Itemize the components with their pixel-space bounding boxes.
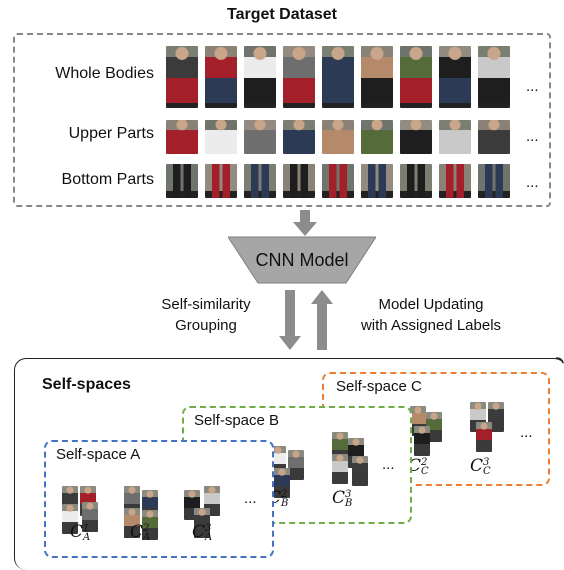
person-image <box>361 120 393 154</box>
panel-corner-tick <box>556 357 564 364</box>
person-image <box>361 164 393 198</box>
upper-parts-images <box>166 120 510 154</box>
cluster-person-image <box>426 412 442 442</box>
cluster-person-image <box>332 454 348 484</box>
person-image <box>400 46 432 108</box>
self-space-a-label: Self-space A <box>56 446 141 463</box>
target-dataset-box <box>13 33 551 207</box>
row-label-bottom-parts: Bottom Parts <box>61 171 154 188</box>
self-spaces-title: Self-spaces <box>42 376 131 393</box>
cluster-sup: 2 <box>143 522 150 534</box>
self-similarity-line: Self-similarity <box>161 296 251 313</box>
person-image <box>361 46 393 108</box>
person-image <box>478 164 510 198</box>
person-image <box>400 164 432 198</box>
cluster-person-image <box>124 508 140 538</box>
cluster-person-image <box>62 504 78 534</box>
cluster-sup: 3 <box>205 522 212 534</box>
cluster-sub: C <box>483 465 491 477</box>
self-similarity-grouping-text: Self-similarity Grouping <box>140 294 272 336</box>
whole-bodies-images <box>166 46 510 108</box>
person-image <box>283 120 315 154</box>
cluster-sup: 2 <box>281 488 288 500</box>
cluster-letter: C <box>192 522 206 542</box>
cluster-sub: B <box>281 497 289 509</box>
person-image <box>166 164 198 198</box>
cluster-sup: 3 <box>483 456 490 468</box>
self-space-b-ellipsis: ... <box>382 456 395 473</box>
updating-up-arrow <box>311 290 333 350</box>
cluster-person-image <box>414 426 430 456</box>
person-image <box>166 120 198 154</box>
cluster-sup: 1 <box>83 522 90 534</box>
self-space-c-label: Self-space C <box>336 378 422 395</box>
person-image <box>439 46 471 108</box>
person-image <box>244 46 276 108</box>
person-image <box>478 46 510 108</box>
cluster-person-image <box>274 468 290 498</box>
cluster-person-image <box>352 456 368 486</box>
cluster-person-image <box>476 422 492 452</box>
grouping-line: Grouping <box>175 317 237 334</box>
whole-bodies-ellipsis: ... <box>526 78 539 95</box>
cluster-sub: C <box>421 465 429 477</box>
cnn-model-label: CNN Model <box>255 250 349 270</box>
cluster-letter: C <box>130 522 144 542</box>
bottom-parts-ellipsis: ... <box>526 174 539 191</box>
person-image <box>322 46 354 108</box>
cluster-person-image <box>142 510 158 540</box>
person-image <box>322 120 354 154</box>
row-label-upper-parts: Upper Parts <box>68 125 154 142</box>
self-spaces-panel <box>14 358 564 570</box>
person-image <box>205 164 237 198</box>
cluster-sub: A <box>143 531 151 543</box>
model-updating-line: Model Updating <box>378 296 484 313</box>
self-space-c-ellipsis: ... <box>520 424 533 441</box>
cluster-sup: 3 <box>345 488 352 500</box>
row-label-whole-bodies: Whole Bodies <box>55 65 154 82</box>
self-space-c-clusters <box>322 372 550 486</box>
self-space-a-clusters <box>44 440 274 558</box>
cluster-person-image <box>488 402 504 432</box>
assigned-labels-line: with Assigned Labels <box>360 317 502 334</box>
self-space-b-clusters <box>182 406 412 524</box>
person-image <box>166 46 198 108</box>
person-image <box>439 164 471 198</box>
cluster-person-image <box>82 502 98 532</box>
person-image <box>283 164 315 198</box>
cluster-sub: B <box>345 497 353 509</box>
cluster-letter: C <box>470 456 484 476</box>
cluster-person-image <box>194 508 210 538</box>
grouping-down-arrow <box>279 290 301 350</box>
cnn-model-shape <box>228 236 376 284</box>
target-dataset-title: Target Dataset <box>227 6 337 23</box>
upper-parts-ellipsis: ... <box>526 128 539 145</box>
cluster-person-image <box>288 450 304 480</box>
bottom-parts-images <box>166 164 510 198</box>
model-updating-text: Model Updating with Assigned Labels <box>346 294 516 336</box>
cluster-sup: 2 <box>421 456 428 468</box>
cnn-model: CNN Model <box>228 236 376 284</box>
person-image <box>400 120 432 154</box>
cluster-letter: C <box>332 488 346 508</box>
person-image <box>283 46 315 108</box>
dataset-to-model-arrow <box>293 210 317 236</box>
person-image <box>205 46 237 108</box>
cluster-letter: C <box>70 522 84 542</box>
person-image <box>244 120 276 154</box>
person-image <box>322 164 354 198</box>
self-space-a-ellipsis: ... <box>244 490 257 507</box>
cluster-sub: A <box>205 531 213 543</box>
person-image <box>244 164 276 198</box>
cluster-sub: A <box>83 531 91 543</box>
self-space-b-label: Self-space B <box>194 412 280 429</box>
person-image <box>478 120 510 154</box>
person-image <box>205 120 237 154</box>
person-image <box>439 120 471 154</box>
